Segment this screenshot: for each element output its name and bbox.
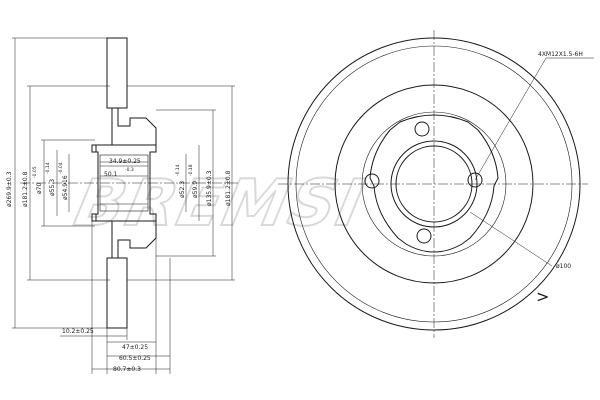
label-d-outer: ø269.9±0.3 xyxy=(6,171,13,207)
label-bore-50: 50.1 xyxy=(104,171,118,178)
label-width-80: 80.7±0.3 xyxy=(113,366,141,373)
bolt-hole-bottom xyxy=(416,228,432,244)
front-view: > xyxy=(278,30,594,338)
bolt-hole-left xyxy=(364,173,380,189)
label-d-181-right: ø181.2±0.8 xyxy=(225,170,232,206)
label-d-54-tol: -0.04 xyxy=(58,162,64,174)
label-bore-34: 34.9±0.25 xyxy=(109,158,141,165)
label-d-55-tol: -0.14 xyxy=(45,162,51,174)
thread-leader-line xyxy=(474,57,547,181)
bolt-hole-top xyxy=(414,121,430,137)
label-thread: 4XM12X1.5-6H xyxy=(538,51,583,58)
label-d-135: ø135.9±0.3 xyxy=(206,170,213,206)
label-width-60: 60.5±0.25 xyxy=(119,355,151,362)
disc-ring-lower xyxy=(106,257,128,329)
label-thickness: 10.2±0.25 xyxy=(62,328,94,335)
label-d-54: ø54.916 xyxy=(62,175,69,200)
bolt-hole-right xyxy=(467,172,483,188)
label-d-70-tol: -0.05 xyxy=(32,166,38,178)
pcd-leader-line xyxy=(469,211,553,267)
label-d-59-tol: -0.18 xyxy=(188,164,194,176)
label-d-52-tol: -0.14 xyxy=(175,164,181,176)
label-d-52: ø52.3 xyxy=(179,181,186,198)
disc-ring-upper xyxy=(106,37,128,109)
label-d-55: ø55.3 xyxy=(49,179,56,196)
section-view xyxy=(12,37,240,374)
section-view-labels: ø269.9±0.3 ø181.2±0.8 ø70 -0.05 ø55.3 -0… xyxy=(6,158,232,373)
label-bore-50-tol: -0.3 xyxy=(125,167,134,173)
label-width-47: 47±0.25 xyxy=(122,344,148,351)
label-d-59: ø59.9 xyxy=(192,181,199,198)
hub-flange xyxy=(369,114,499,253)
label-pcd: ø100 xyxy=(556,263,571,270)
label-d-70: ø70 xyxy=(36,183,43,194)
label-d-181: ø181.2±0.8 xyxy=(22,171,29,207)
rotation-mark: > xyxy=(536,287,549,306)
